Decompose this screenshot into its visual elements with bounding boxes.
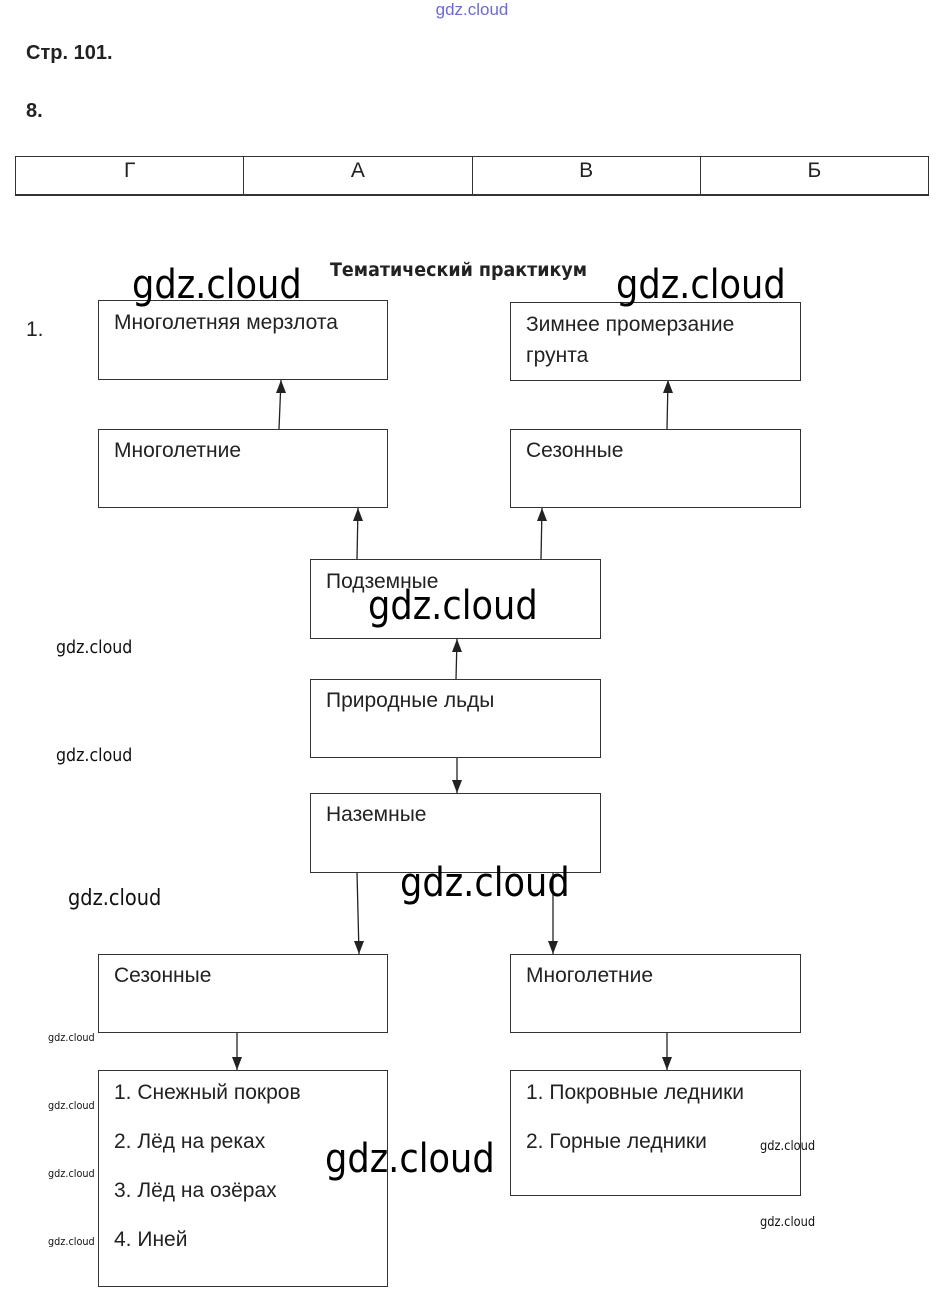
watermark-top: gdz.cloud — [435, 0, 509, 19]
watermark: gdz.cloud — [368, 583, 538, 629]
arrowhead — [537, 508, 547, 521]
arrowhead — [663, 380, 673, 393]
answer-cell: А — [243, 156, 473, 196]
watermark: gdz.cloud — [325, 1136, 495, 1182]
page-label: Стр. 101. — [26, 42, 113, 64]
watermark: gdz.cloud — [56, 745, 133, 766]
box-label-line: Зимнее промерзание — [526, 313, 735, 336]
answer-cell: В — [471, 156, 701, 196]
arrowhead — [232, 1057, 242, 1070]
list: 1. Снежный покров 2. Лёд на реках 3. Лёд… — [114, 1077, 301, 1273]
list-item: 2. Горные ледники — [526, 1130, 707, 1153]
arrowhead — [452, 780, 462, 793]
arrowhead — [548, 941, 558, 954]
watermark: gdz.cloud — [56, 637, 133, 658]
box-label-line: грунта — [526, 344, 589, 367]
watermark: gdz.cloud — [68, 886, 162, 911]
watermark: gdz.cloud — [132, 262, 302, 308]
box-label: Наземные — [326, 803, 427, 826]
watermark: gdz.cloud — [48, 1235, 95, 1248]
list-item: 2. Лёд на реках — [114, 1130, 266, 1153]
arrowhead — [354, 941, 364, 954]
list-item: 4. Иней — [114, 1228, 188, 1251]
box-underground: Подземные — [310, 559, 601, 639]
watermark: gdz.cloud — [48, 1099, 95, 1112]
box-perennial-list: 1. Покровные ледники 2. Горные ледники — [510, 1070, 801, 1196]
list-item: 1. Снежный покров — [114, 1081, 301, 1104]
list-item: 1. Покровные ледники — [526, 1081, 744, 1104]
section-title: Тематический практикум — [330, 259, 588, 281]
arrowhead — [276, 380, 286, 393]
box-surface: Наземные — [310, 793, 601, 873]
box-label: Природные льды — [326, 689, 495, 712]
watermark: gdz.cloud — [760, 1139, 816, 1154]
box-label: Сезонные — [526, 439, 624, 462]
answer-table: Г А В Б — [14, 156, 930, 196]
task-1-number: 1. — [26, 318, 44, 341]
box-label: Подземные — [326, 570, 439, 593]
answer-cell: Б — [699, 156, 930, 196]
arrowhead — [662, 1057, 672, 1070]
answer-row: Г А В Б — [14, 156, 930, 196]
task-8-number: 8. — [26, 100, 43, 122]
arrowhead — [452, 639, 462, 652]
box-seasonal-list: 1. Снежный покров 2. Лёд на реках 3. Лёд… — [98, 1070, 388, 1287]
box-label: Зимнее промерзание грунта — [526, 309, 734, 371]
list-item: 3. Лёд на озёрах — [114, 1179, 277, 1202]
box-winter-freezing: Зимнее промерзание грунта — [510, 302, 801, 381]
box-natural-ice: Природные льды — [310, 679, 601, 758]
watermark: gdz.cloud — [760, 1215, 816, 1230]
list: 1. Покровные ледники 2. Горные ледники — [526, 1077, 744, 1175]
watermark: gdz.cloud — [48, 1167, 95, 1180]
box-label: Многолетние — [526, 964, 654, 987]
watermark: gdz.cloud — [48, 1031, 95, 1044]
box-label: Многолетняя мерзлота — [114, 311, 338, 334]
watermark: gdz.cloud — [400, 860, 570, 906]
box-label: Многолетние — [114, 439, 242, 462]
box-surface-perennial: Многолетние — [510, 954, 801, 1033]
box-permafrost: Многолетняя мерзлота — [98, 300, 388, 380]
arrowhead — [353, 508, 363, 521]
box-underground-seasonal: Сезонные — [510, 429, 801, 508]
answer-cell: Г — [14, 156, 245, 196]
box-surface-seasonal: Сезонные — [98, 954, 388, 1033]
box-underground-perennial: Многолетние — [98, 429, 388, 508]
arrow-surface-to-seasonal — [356, 871, 360, 955]
watermark: gdz.cloud — [616, 262, 786, 308]
box-label: Сезонные — [114, 964, 212, 987]
